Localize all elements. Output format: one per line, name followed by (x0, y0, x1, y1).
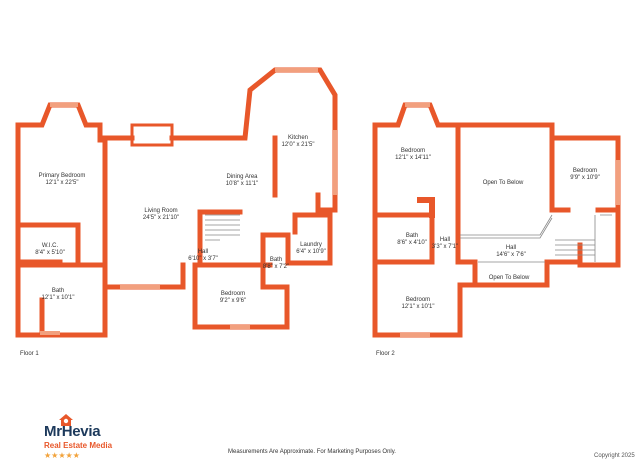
room-dimensions: 8'4" x 5'10" (35, 250, 65, 256)
floor1-bedroom-wall (192, 232, 290, 330)
room-kitchen: Kitchen 12'0" x 21'5" (282, 135, 315, 149)
room-bedroom-2: Bedroom 12'1" x 14'11" (395, 148, 431, 162)
floor2-railing (460, 214, 553, 239)
room-bedroom-1: Bedroom 9'2" x 9'6" (220, 291, 246, 305)
room-name: Bath (405, 233, 419, 239)
room-dimensions: 12'1" x 22'5" (45, 180, 79, 186)
brand-name: MrHevia (44, 423, 101, 440)
floor1-hall-wall (197, 209, 266, 268)
floor-label-1: Floor 1 (20, 351, 39, 357)
floor1-wic-wall (17, 222, 81, 265)
room-dimensions: 24'5" x 21'10" (142, 215, 180, 221)
room-name: Open To Below (482, 180, 524, 186)
room-name: W.I.C. (41, 243, 59, 249)
room-hall-1: Hall 6'10" x 3'7" (188, 249, 218, 263)
floor1-living-bottom (102, 262, 186, 290)
room-dimensions: 8'8" x 7'2" (262, 264, 290, 270)
room-name: Bath (51, 288, 65, 294)
room-bedroom-4: Bedroom 12'1" x 10'1" (402, 297, 435, 311)
floor2-top (457, 122, 555, 213)
room-dimensions: 10'8" x 11'1" (225, 181, 259, 187)
room-open-to-below-1: Open To Below (483, 180, 524, 187)
room-name: Kitchen (287, 135, 308, 141)
floor2-hall-bottom (455, 259, 583, 288)
room-name: Bedroom (405, 297, 431, 303)
room-name: Hall (197, 249, 209, 255)
room-bath-1: Bath 12'1" x 10'1" (42, 288, 75, 302)
room-dimensions: 9'9" x 10'9" (570, 175, 600, 181)
room-primary-bedroom: Primary Bedroom 12'1" x 22'5" (39, 173, 86, 187)
rating-stars-icon: ★★★★★ (44, 451, 80, 460)
room-dimensions: 6'4" x 10'9" (296, 249, 326, 255)
room-name: Bedroom (400, 148, 426, 154)
room-name: Laundry (300, 242, 322, 248)
floor1-stairs (205, 214, 240, 241)
room-living-room: Living Room 24'5" x 21'10" (143, 208, 179, 222)
room-dimensions: 6'10" x 3'7" (188, 256, 218, 262)
floor1-exterior-wall (15, 122, 108, 338)
room-dimensions: 14'6" x 7'6" (496, 252, 526, 258)
room-name: Bedroom (572, 168, 598, 174)
room-hall-2: Hall 3'3" x 7'1" (432, 237, 458, 251)
room-bath-3: Bath 8'6" x 4'10" (397, 233, 427, 247)
room-name: Dining Area (226, 174, 258, 180)
room-name: Bath (269, 257, 283, 263)
floor1-bath-laundry-wall (260, 212, 333, 268)
floor-label-2: Floor 2 (376, 351, 395, 357)
room-name: Living Room (144, 208, 178, 214)
room-dimensions: 12'1" x 14'11" (395, 155, 431, 161)
brand-logo: MrHevia Real Estate Media ★★★★★ (44, 413, 124, 460)
room-laundry: Laundry 6'4" x 10'9" (296, 242, 326, 256)
room-name: Hall (439, 237, 451, 243)
floor1-fireplace (130, 123, 174, 147)
brand-tagline: Real Estate Media (44, 441, 113, 450)
room-bath-2: Bath 8'8" x 7'2" (263, 257, 289, 271)
floor2-bay (372, 102, 463, 128)
room-name: Hall (505, 245, 517, 251)
floor2-stairs (555, 214, 612, 262)
room-dining-area: Dining Area 10'8" x 11'1" (226, 174, 258, 188)
room-dimensions: 9'2" x 9'6" (219, 298, 247, 304)
house-icon (59, 414, 73, 426)
floor2-bedroom-right (552, 135, 621, 268)
floor2-bath-door (417, 197, 435, 218)
room-open-to-below-2: Open To Below (489, 275, 530, 282)
room-dimensions: 3'3" x 7'1" (431, 244, 459, 250)
room-hall-3: Hall 14'6" x 7'6" (496, 245, 526, 259)
floor2-exterior-left (372, 122, 478, 338)
room-bedroom-3: Bedroom 9'9" x 10'9" (570, 168, 600, 182)
room-name: Bedroom (220, 291, 246, 297)
room-name: Primary Bedroom (38, 173, 86, 179)
room-name: Open To Below (488, 275, 530, 281)
copyright-text: Copyright 2025 (594, 453, 635, 459)
room-dimensions: 12'1" x 10'1" (41, 295, 75, 301)
room-dimensions: 12'1" x 10'1" (401, 304, 435, 310)
room-dimensions: 8'6" x 4'10" (397, 240, 427, 246)
floor2-bedroom-bath-wall (374, 212, 435, 265)
room-wic: W.I.C. 8'4" x 5'10" (35, 243, 65, 257)
room-dimensions: 12'0" x 21'5" (281, 142, 315, 148)
disclaimer-text: Measurements Are Approximate. For Market… (228, 449, 396, 455)
